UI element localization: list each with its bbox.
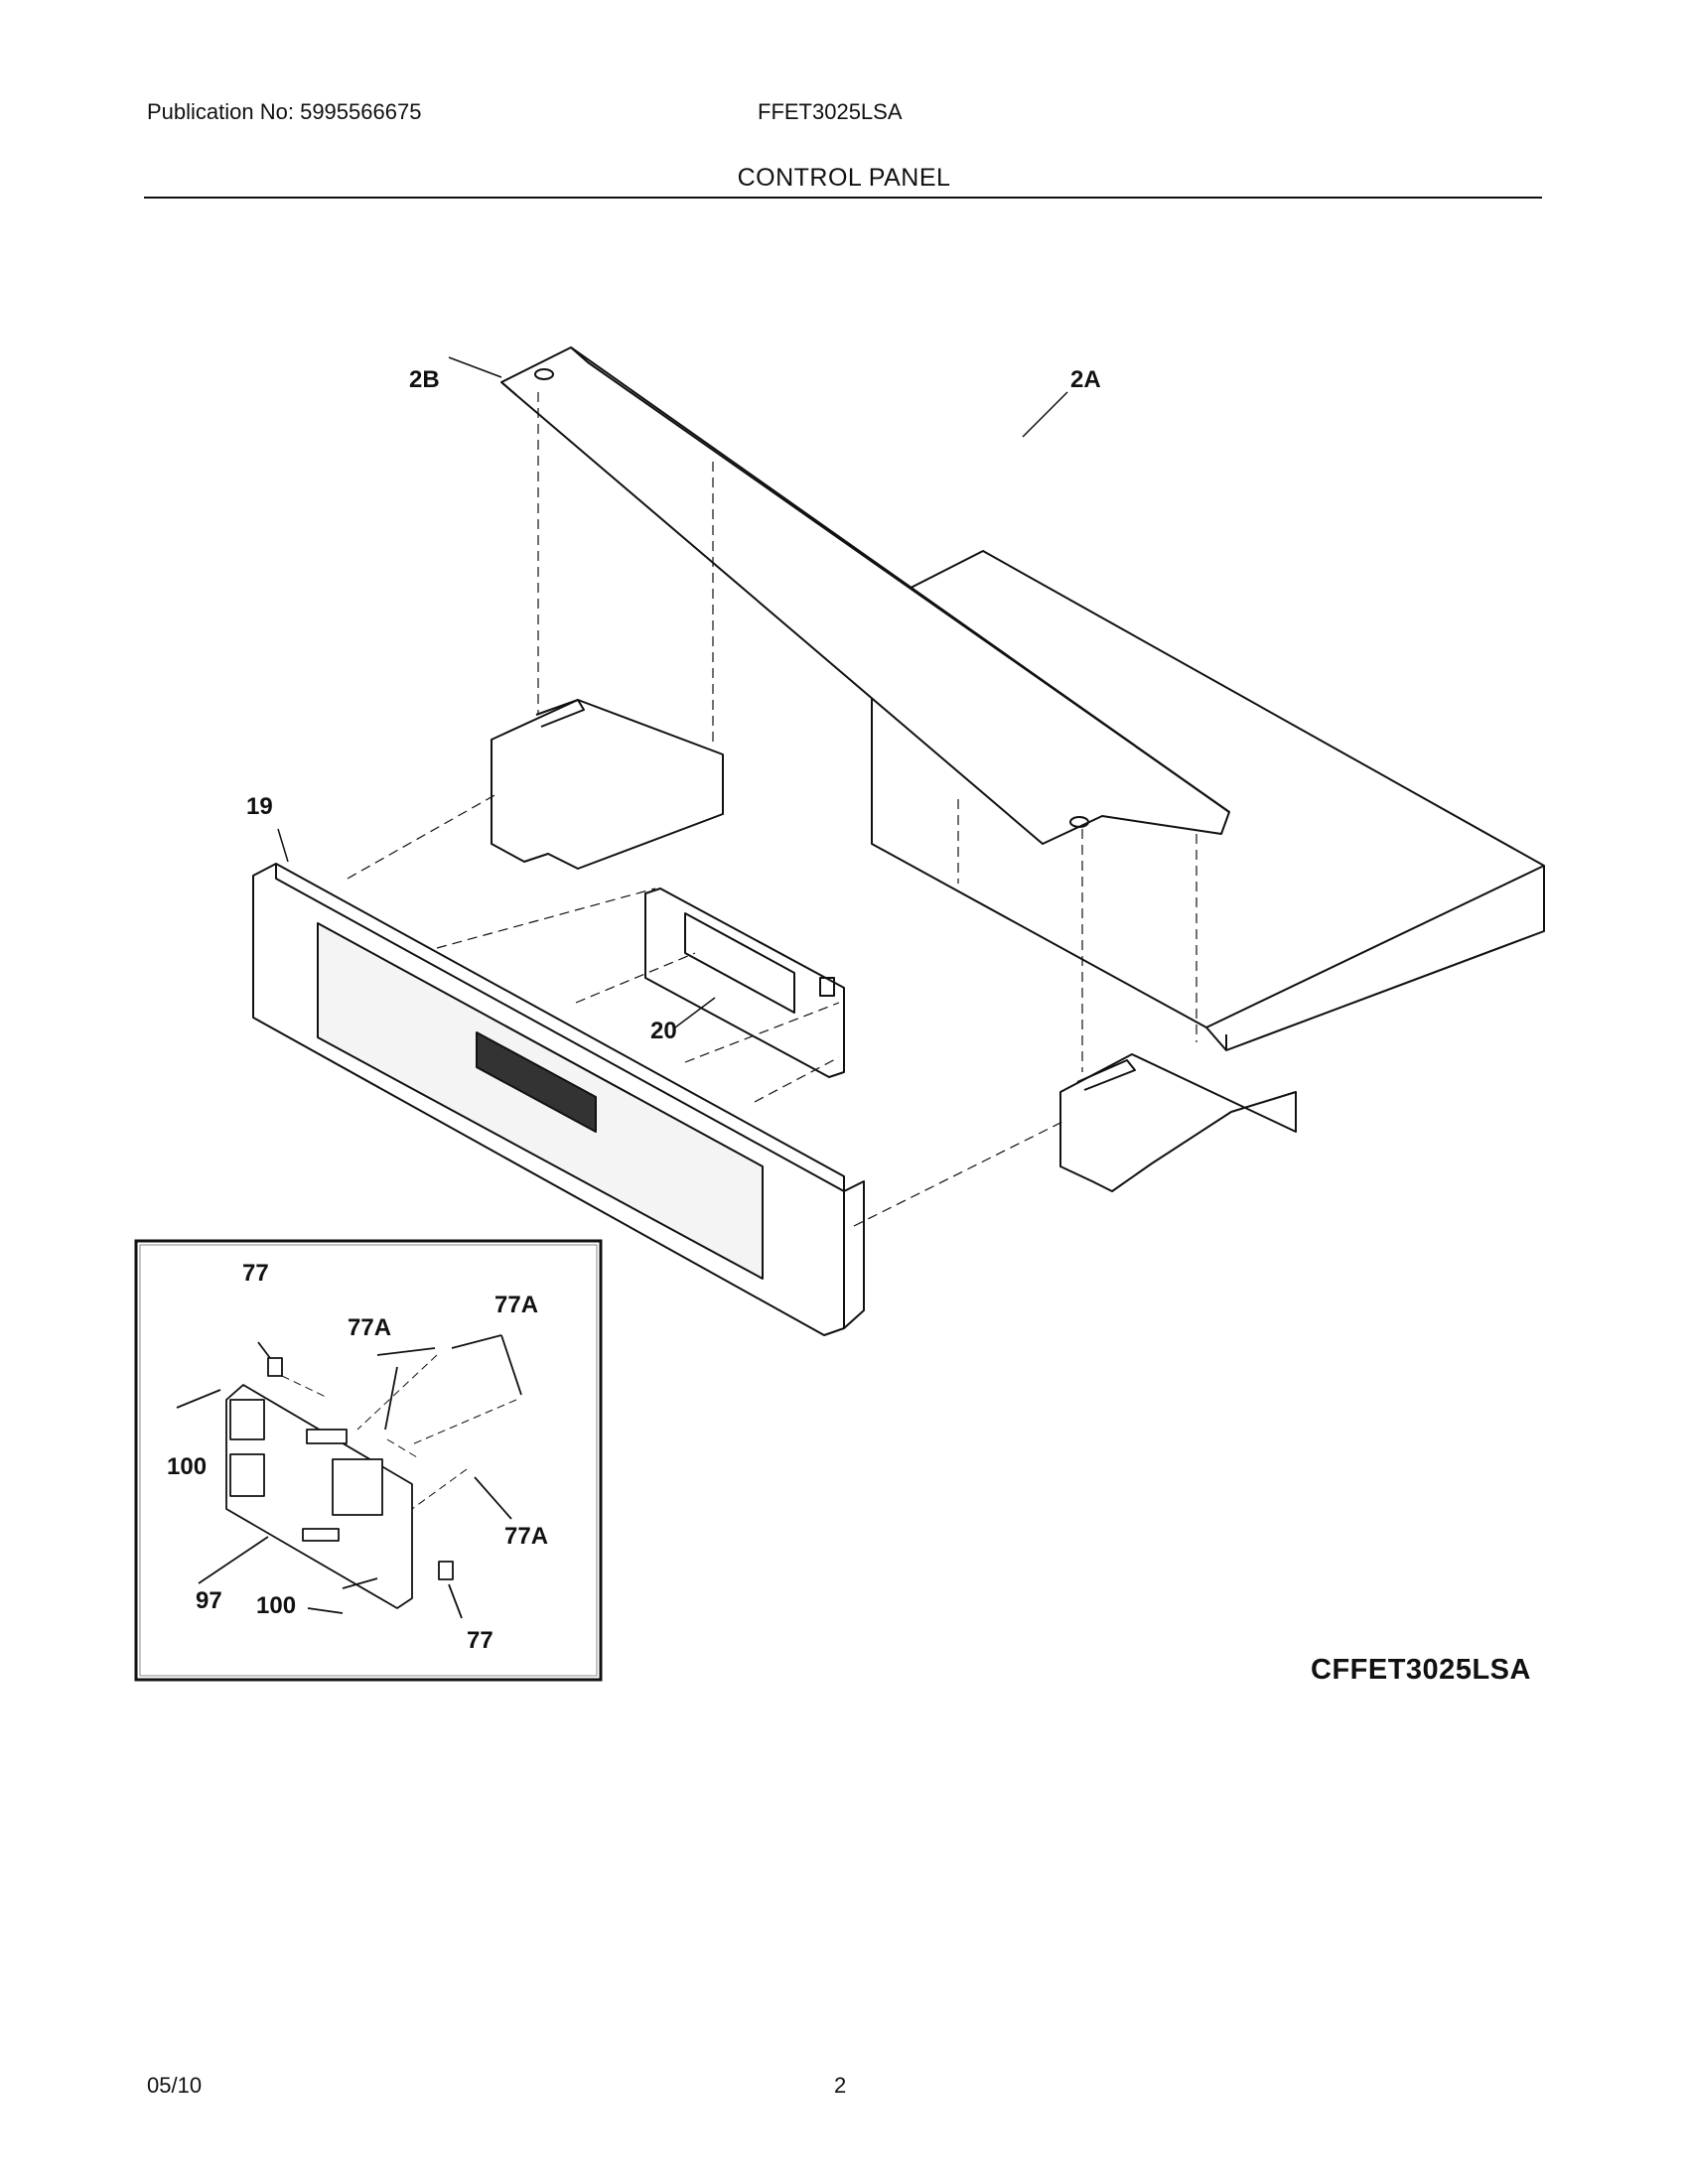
label-77a-left: 77A — [348, 1314, 391, 1341]
label-2b: 2B — [409, 366, 440, 393]
model-number: FFET3025LSA — [758, 99, 903, 124]
part-outlines — [252, 346, 1545, 1336]
label-77-bottom: 77 — [467, 1627, 493, 1654]
part-97-control-board — [225, 1384, 413, 1609]
inset-control-board: 77 77A 77A 100 77A 97 100 77 — [134, 1239, 603, 1682]
section-title: CONTROL PANEL — [737, 164, 951, 192]
label-100-bottom: 100 — [256, 1592, 296, 1619]
label-leaders — [277, 356, 1068, 1028]
part-19-control-panel — [252, 863, 865, 1336]
part-2b-top-trim — [500, 346, 1230, 845]
label-100-left: 100 — [167, 1453, 207, 1480]
label-77a-right: 77A — [494, 1292, 538, 1318]
publication-number: Publication No: 5995566675 — [147, 99, 422, 124]
label-77-top: 77 — [242, 1260, 269, 1287]
spacer-77-top — [267, 1357, 283, 1377]
left-side-bracket — [491, 699, 724, 870]
assembly-guide-lines — [347, 392, 1197, 1227]
right-side-bracket — [1059, 1053, 1297, 1192]
header-rule — [144, 197, 1542, 199]
page-number: 2 — [834, 2073, 847, 2098]
label-2a: 2A — [1070, 366, 1101, 393]
label-77a-lower: 77A — [504, 1523, 548, 1550]
footer-date: 05/10 — [147, 2073, 203, 2098]
diagram-code: CFFET3025LSA — [1311, 1654, 1531, 1686]
part-20-display-board — [644, 887, 845, 1078]
label-20: 20 — [650, 1018, 677, 1044]
label-97: 97 — [196, 1587, 222, 1614]
spacer-77-bottom — [438, 1561, 454, 1580]
label-19: 19 — [246, 793, 273, 820]
